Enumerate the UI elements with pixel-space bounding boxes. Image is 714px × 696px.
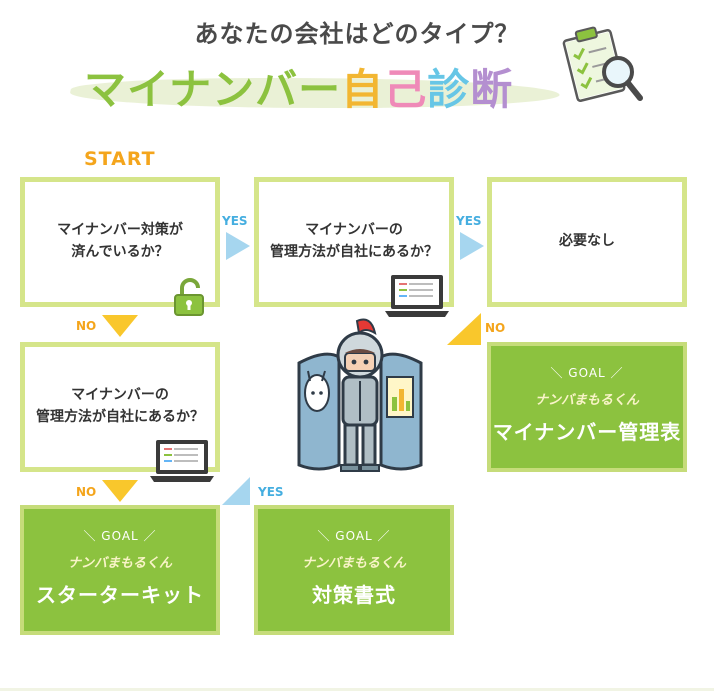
- result-box-none: 必要なし: [487, 177, 687, 307]
- title-char-4: 断: [470, 65, 514, 114]
- no-arrow-1: [102, 315, 138, 337]
- no-label-1: NO: [76, 319, 97, 333]
- no-label-3: NO: [76, 485, 97, 499]
- goal-box-management-table: ＼ GOAL ／ ナンバまもるくん マイナンバー管理表: [487, 342, 687, 472]
- laptop-icon: [385, 275, 449, 317]
- yes-arrow-2: [460, 232, 484, 260]
- footer-divider: [0, 688, 714, 691]
- title-char-3: 診: [427, 65, 471, 114]
- goal-name: 対策書式: [312, 583, 396, 607]
- start-label: START: [84, 148, 156, 170]
- unlocked-padlock-icon: [174, 278, 204, 316]
- goal-label: ＼ GOAL ／: [317, 529, 391, 543]
- goal-brand: ナンバまもるくん: [67, 556, 172, 571]
- laptop-icon: [150, 440, 214, 482]
- question-box-1: マイナンバー対策が 済んでいるか？: [20, 177, 220, 307]
- goal-box-starter-kit: ＼ GOAL ／ ナンバまもるくん スターターキット: [20, 505, 220, 635]
- yes-arrow-1: [226, 232, 250, 260]
- page-subtitle: あなたの会社はどのタイプ？: [194, 20, 520, 48]
- goal-brand: ナンバまもるくん: [301, 556, 406, 571]
- goal-label: ＼ GOAL ／: [83, 529, 157, 543]
- yes-label-3: YES: [258, 485, 284, 499]
- title-char-2: 己: [384, 65, 428, 114]
- yes-label-2: YES: [456, 214, 482, 228]
- question-box-3: マイナンバーの 管理方法が自社にあるか？: [20, 342, 220, 472]
- no-label-2: NO: [485, 321, 506, 335]
- title-text: マイナンバー自己診断: [84, 56, 513, 117]
- knight-mascot-illustration: [297, 318, 423, 472]
- no-arrow-3: [102, 480, 138, 502]
- title-main: マイナンバー: [84, 65, 342, 114]
- no-arrow-2: [447, 313, 481, 345]
- goal-brand: ナンバまもるくん: [534, 393, 639, 408]
- yes-label-1: YES: [222, 214, 248, 228]
- goal-name: スターターキット: [36, 583, 204, 607]
- page-title: マイナンバー自己診断: [66, 56, 570, 117]
- goal-box-countermeasure-forms: ＼ GOAL ／ ナンバまもるくん 対策書式: [254, 505, 454, 635]
- yes-arrow-3: [222, 477, 250, 505]
- goal-label: ＼ GOAL ／: [550, 366, 624, 380]
- goal-name: マイナンバー管理表: [492, 420, 682, 444]
- clipboard-magnifier-icon: [562, 26, 643, 102]
- question-box-2: マイナンバーの 管理方法が自社にあるか？: [254, 177, 454, 307]
- title-char-1: 自: [341, 65, 385, 114]
